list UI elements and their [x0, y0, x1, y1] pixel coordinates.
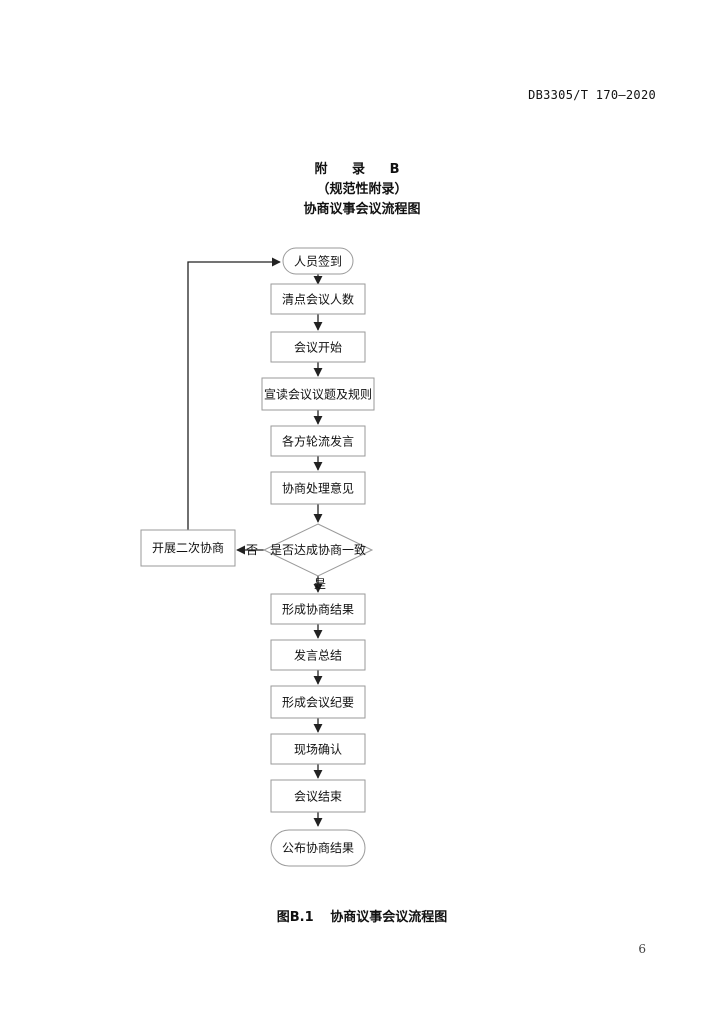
process-box [270, 425, 366, 457]
step-label: 各方轮流发言 [282, 434, 354, 449]
page-number: 6 [638, 942, 646, 956]
process-box [270, 283, 366, 315]
step-label: 开展二次协商 [152, 540, 224, 555]
process-box [270, 779, 366, 813]
decision-diamond [262, 523, 374, 577]
flow-node-read-rules: 宣读会议议题及规则 [261, 377, 375, 411]
appendix-title: 附 录 B [314, 162, 410, 177]
step-label: 发言总结 [294, 648, 342, 663]
yes-branch-label: 是 [314, 577, 326, 591]
step-label: 人员签到 [294, 254, 342, 269]
flow-node-publish: 公布协商结果 [270, 829, 366, 867]
flow-node-second-round: 开展二次协商 [140, 529, 236, 567]
step-label: 公布协商结果 [282, 840, 354, 855]
step-label: 会议开始 [294, 341, 342, 355]
flow-node-decision: 是否达成协商一致 [262, 523, 374, 577]
step-label: 会议结束 [294, 790, 342, 804]
process-box [270, 733, 366, 765]
process-box [270, 685, 366, 719]
terminal-shape [282, 247, 354, 275]
no-branch-label: 否 [246, 543, 258, 557]
flow-node-count: 清点会议人数 [270, 283, 366, 315]
terminal-shape [270, 829, 366, 867]
decision-label: 是否达成协商一致 [270, 542, 366, 557]
process-box [270, 639, 366, 671]
flow-node-confirm: 现场确认 [270, 733, 366, 765]
step-label: 现场确认 [294, 743, 342, 757]
flow-node-end: 会议结束 [270, 779, 366, 813]
process-box [270, 331, 366, 363]
step-label: 协商处理意见 [282, 481, 354, 496]
flowchart-title: 协商议事会议流程图 [303, 202, 421, 217]
flow-node-start: 人员签到 [282, 247, 354, 275]
figure-title: 协商议事会议流程图 [330, 910, 448, 925]
step-label: 清点会议人数 [282, 292, 354, 307]
appendix-type: （规范性附录） [316, 182, 408, 197]
flow-connectors [187, 257, 323, 827]
flow-node-result: 形成协商结果 [270, 593, 366, 625]
flow-node-speeches: 各方轮流发言 [270, 425, 366, 457]
process-box [261, 377, 375, 411]
flow-node-meeting-start: 会议开始 [270, 331, 366, 363]
step-label: 形成会议纪要 [282, 696, 354, 710]
flow-node-opinions: 协商处理意见 [270, 471, 366, 505]
step-label: 宣读会议议题及规则 [264, 387, 372, 402]
arrow-loop-back [187, 257, 281, 530]
flow-node-summary: 发言总结 [270, 639, 366, 671]
figure-caption: 图B.1 协商议事会议流程图 [0, 906, 724, 925]
process-box [270, 593, 366, 625]
process-box [270, 471, 366, 505]
flow-node-minutes: 形成会议纪要 [270, 685, 366, 719]
process-box [140, 529, 236, 567]
step-label: 形成协商结果 [282, 602, 354, 617]
document-code: DB3305/T 170—2020 [528, 88, 656, 102]
figure-number: 图B.1 [276, 910, 314, 925]
